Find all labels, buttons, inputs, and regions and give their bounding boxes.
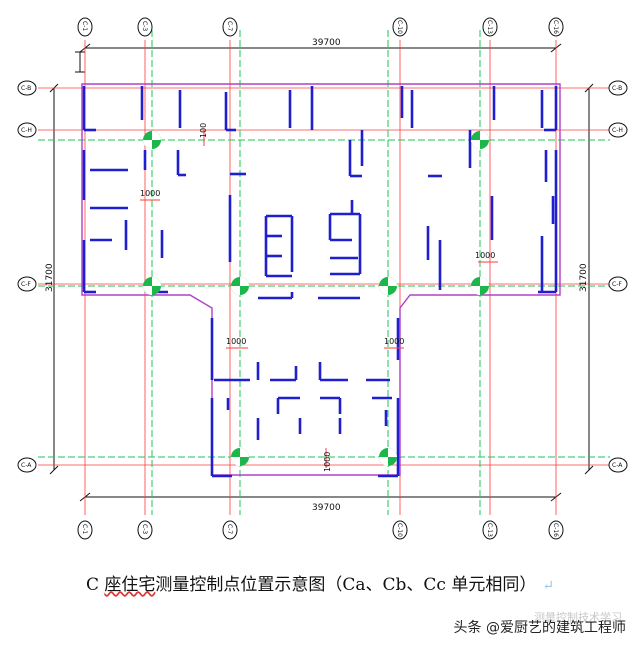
control-point-icon: [231, 277, 249, 295]
axis-label: C-1: [81, 524, 88, 534]
paragraph-mark-icon: ↵: [542, 578, 555, 594]
axis-bubbles-top: C-1 C-3 C-7 C-10 C-13 C-16: [77, 17, 564, 37]
axis-label: C-3: [141, 21, 148, 31]
control-points: [143, 131, 489, 466]
caption-text: 测量控制点位置示意图（Ca、Cb、Cc 单元相同）: [155, 575, 537, 595]
watermark-faint: 测量控制技术学习: [534, 611, 622, 624]
control-point-icon: [143, 131, 161, 149]
dimension-labels: 39700 39700 31700 31700: [45, 38, 589, 513]
axis-label: C-13: [486, 523, 493, 537]
control-point-icon: [471, 131, 489, 149]
offset-label: 1000: [226, 337, 246, 346]
axis-label: C-F: [612, 281, 622, 288]
axis-label: C-A: [612, 462, 623, 469]
control-grid-lines: [38, 30, 610, 515]
control-point-icon: [231, 448, 249, 466]
offset-label: 1000: [384, 337, 404, 346]
control-point-icon: [379, 448, 397, 466]
figure-caption: C 座住宅测量控制点位置示意图（Ca、Cb、Cc 单元相同） ↵: [0, 570, 640, 595]
axis-label: C-7: [226, 524, 233, 534]
axis-label: C-1: [81, 21, 88, 31]
axis-label: C-7: [226, 21, 233, 31]
axis-label: C-16: [552, 20, 559, 34]
axis-label: C-3: [141, 524, 148, 534]
dimension-left: 31700: [45, 263, 55, 292]
caption-underlined: 座住宅: [104, 575, 156, 595]
axis-label: C-10: [396, 20, 403, 34]
axis-bubbles-left: C-B C-H C-F C-A: [17, 80, 37, 473]
axis-label: C-A: [21, 462, 32, 469]
dimension-bottom: 39700: [312, 503, 341, 513]
caption-prefix: C: [85, 575, 99, 595]
dimension-frame: [49, 43, 594, 502]
axis-label: C-H: [612, 127, 623, 134]
axis-bubbles-right: C-B C-H C-F C-A: [608, 80, 628, 473]
dimension-top: 39700: [312, 38, 341, 48]
floor-plan-diagram: 100 1000 1000 1000 1000 1000 39700 39700…: [17, 17, 628, 540]
offset-markers: [140, 130, 498, 468]
axis-label: C-16: [552, 523, 559, 537]
offset-labels: 100 1000 1000 1000 1000 1000: [140, 123, 495, 472]
offset-label: 1000: [140, 189, 160, 198]
axis-label: C-F: [21, 281, 31, 288]
control-point-icon: [143, 277, 161, 295]
horizontal-axis-lines: [38, 87, 610, 466]
axis-label: C-B: [21, 85, 31, 92]
control-point-icon: [379, 277, 397, 295]
offset-label: 1000: [323, 452, 332, 472]
axis-label: C-13: [486, 20, 493, 34]
watermark: 头条 @爱厨艺的建筑工程师: [453, 620, 626, 636]
axis-bubbles-bottom: C-1 C-3 C-7 C-10 C-13 C-16: [77, 520, 564, 540]
vertical-axis-lines: [84, 40, 557, 515]
offset-label: 100: [199, 123, 208, 138]
control-point-icon: [471, 277, 489, 295]
axis-label: C-10: [396, 523, 403, 537]
axis-label: C-B: [612, 85, 622, 92]
axis-label: C-H: [21, 127, 32, 134]
building-outline: [81, 83, 561, 476]
dimension-right: 31700: [579, 263, 589, 292]
offset-label: 1000: [475, 251, 495, 260]
